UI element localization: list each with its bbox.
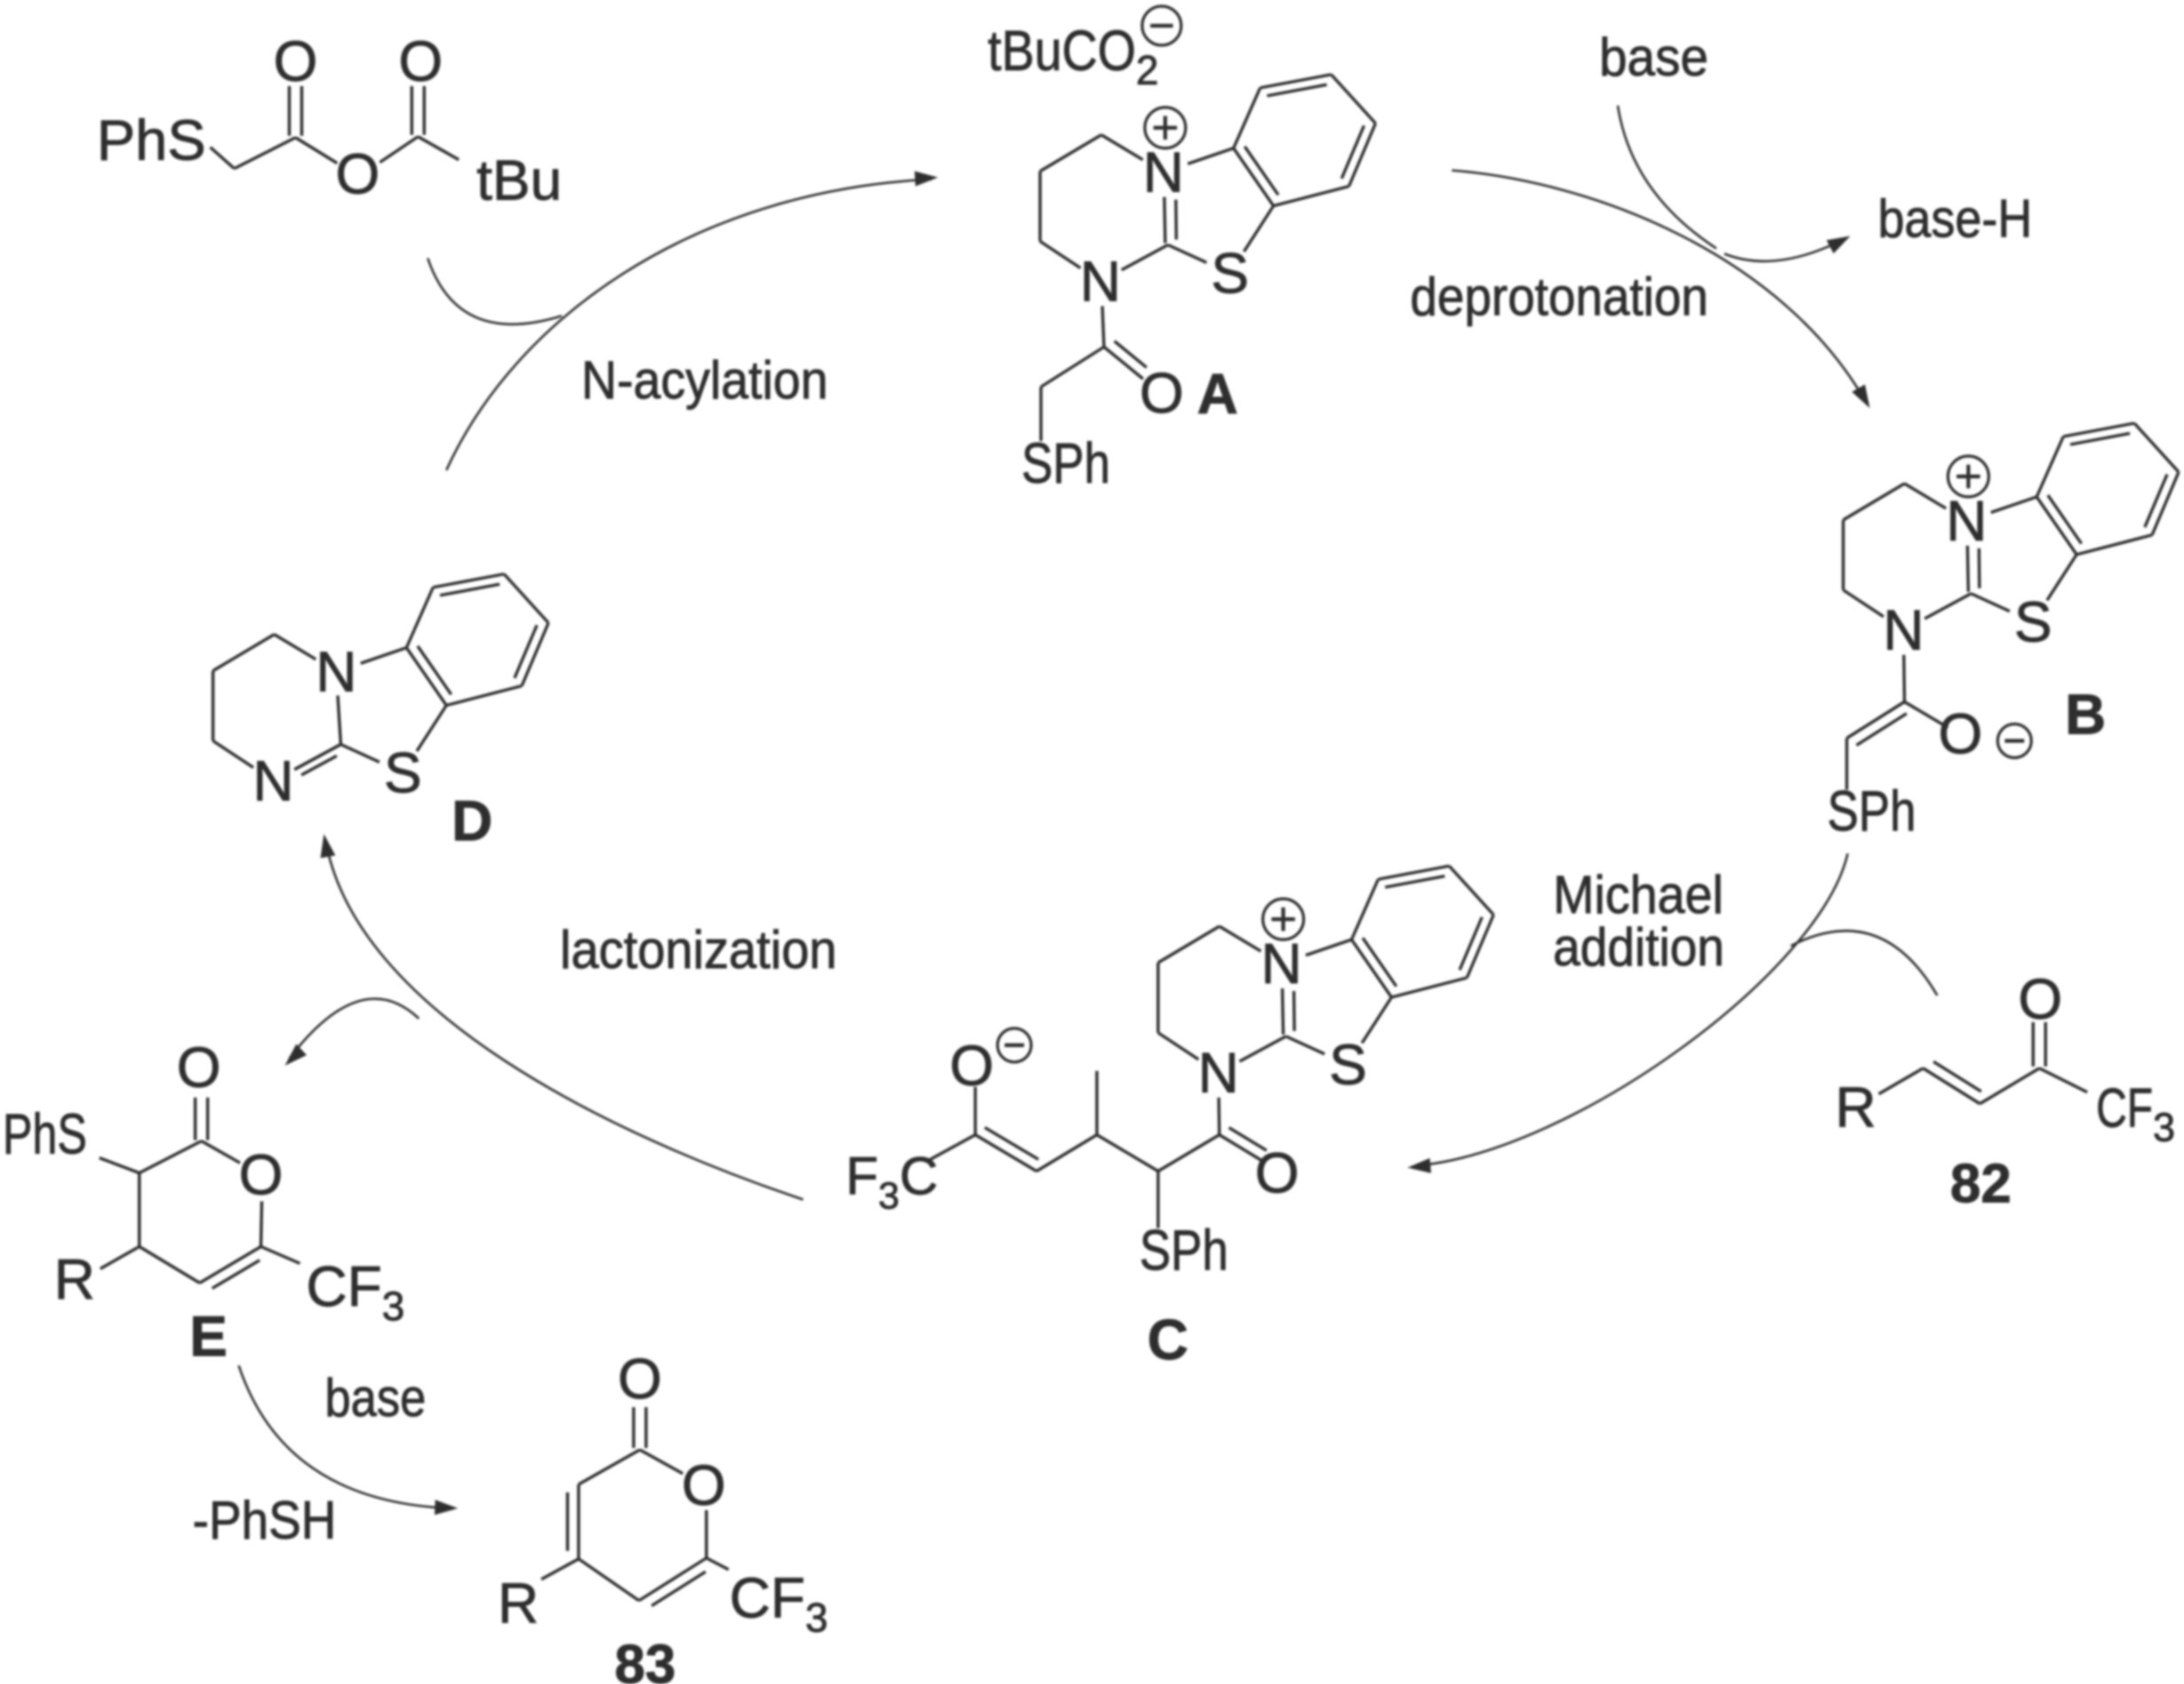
svg-text:R: R xyxy=(1835,1075,1876,1139)
svg-text:CF3: CF3 xyxy=(729,1566,828,1641)
svg-text:D: D xyxy=(452,789,493,853)
svg-text:SPh: SPh xyxy=(1021,431,1110,495)
svg-text:R: R xyxy=(498,1571,539,1635)
svg-text:N: N xyxy=(1946,489,1987,553)
svg-text:O: O xyxy=(1938,702,1983,766)
svg-text:S: S xyxy=(1329,1033,1368,1097)
svg-text:CF3: CF3 xyxy=(2096,1078,2175,1150)
svg-text:N: N xyxy=(1261,932,1302,995)
svg-text:SPh: SPh xyxy=(1827,779,1916,843)
svg-text:O: O xyxy=(1139,361,1184,425)
svg-text:O: O xyxy=(335,142,380,206)
svg-text:N: N xyxy=(253,749,294,813)
svg-text:tBuCO2: tBuCO2 xyxy=(988,19,1159,93)
svg-text:O: O xyxy=(239,1143,283,1207)
svg-text:CF3: CF3 xyxy=(306,1255,405,1329)
svg-text:83: 83 xyxy=(615,1634,676,1684)
svg-text:O: O xyxy=(682,1453,726,1517)
svg-text:O: O xyxy=(398,29,443,93)
svg-text:N: N xyxy=(1883,598,1924,662)
svg-text:PhS: PhS xyxy=(97,108,206,172)
svg-text:lactonization: lactonization xyxy=(560,920,837,980)
svg-text:tBu: tBu xyxy=(477,148,562,212)
svg-text:R: R xyxy=(54,1247,95,1311)
svg-text:B: B xyxy=(2065,682,2106,746)
svg-text:-PhSH: -PhSH xyxy=(193,1491,336,1550)
svg-text:N: N xyxy=(1143,140,1184,204)
svg-text:S: S xyxy=(384,741,422,805)
svg-text:Michael: Michael xyxy=(1553,865,1723,925)
svg-text:C: C xyxy=(1147,1308,1188,1372)
svg-text:E: E xyxy=(190,1304,228,1368)
svg-text:O: O xyxy=(950,1034,994,1098)
svg-text:A: A xyxy=(1197,362,1238,426)
svg-text:PhS: PhS xyxy=(3,1102,87,1166)
svg-text:N: N xyxy=(1198,1041,1239,1105)
svg-text:S: S xyxy=(2014,590,2053,654)
svg-text:O: O xyxy=(1255,1141,1299,1205)
svg-text:O: O xyxy=(2018,967,2062,1031)
svg-text:base: base xyxy=(325,1368,426,1428)
svg-text:N-acylation: N-acylation xyxy=(581,350,828,410)
svg-text:O: O xyxy=(618,1347,662,1411)
svg-text:deprotonation: deprotonation xyxy=(1410,267,1708,327)
svg-text:O: O xyxy=(273,29,318,93)
svg-text:N: N xyxy=(316,640,357,704)
svg-text:F3C: F3C xyxy=(846,1146,938,1217)
svg-text:base-H: base-H xyxy=(1878,189,2032,248)
svg-text:addition: addition xyxy=(1553,917,1724,977)
svg-text:N: N xyxy=(1080,249,1121,313)
svg-text:base: base xyxy=(1599,28,1708,87)
svg-text:82: 82 xyxy=(1951,1153,2012,1215)
svg-text:S: S xyxy=(1211,241,1250,305)
svg-text:O: O xyxy=(177,1035,221,1099)
svg-text:SPh: SPh xyxy=(1139,1218,1228,1282)
